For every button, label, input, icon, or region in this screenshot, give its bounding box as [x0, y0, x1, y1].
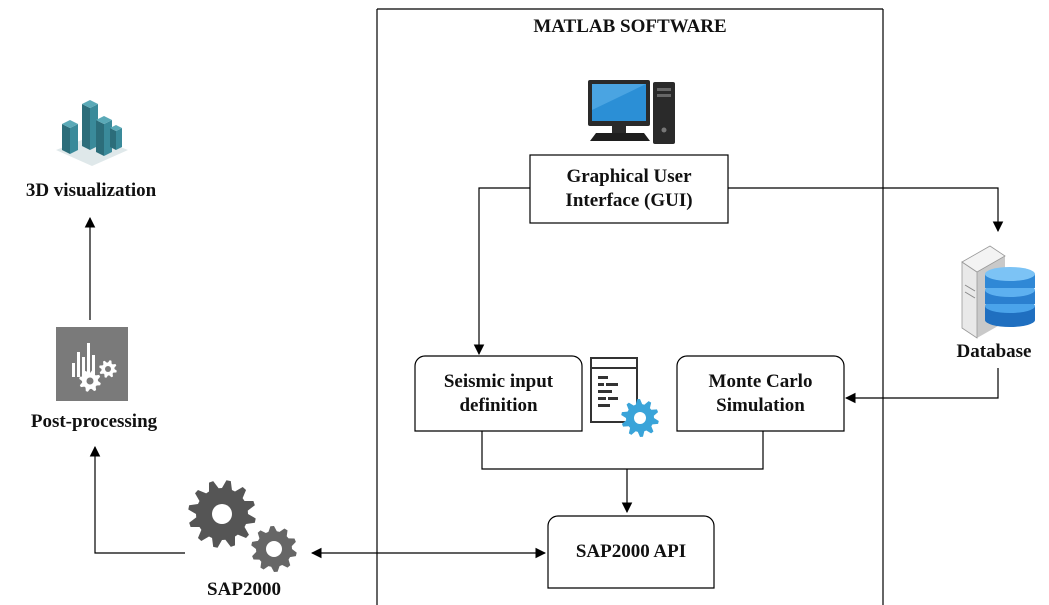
connectors: [84, 187, 1004, 559]
sap-api-label: SAP2000 API: [575, 541, 687, 562]
sap-api-box: [547, 515, 715, 589]
gear-icon-blue: [621, 399, 659, 437]
city-buildings-icon: [56, 100, 128, 166]
database-label: Database: [956, 341, 1032, 362]
monte-carlo-label: Monte Carlo Simulation: [677, 356, 844, 431]
matlab-frame: [376, 8, 884, 605]
database-server-icon: [961, 245, 1035, 339]
gear-white-icon-small: [99, 360, 117, 378]
gear-small-icon: [251, 526, 297, 572]
monte-carlo-label-line2: Simulation: [716, 394, 805, 416]
visualization-label: 3D visualization: [25, 180, 157, 201]
gui-box: [529, 154, 729, 224]
seismic-label-line1: Seismic input: [443, 370, 554, 392]
arrow-sap-to-postprocessing: [89, 445, 185, 554]
gui-label: Graphical User Interface (GUI): [530, 155, 728, 223]
arrow-gui-to-database: [728, 187, 1004, 233]
seismic-box: [414, 355, 583, 432]
merge-line: [481, 431, 764, 470]
seismic-label-line2: definition: [459, 394, 538, 416]
computer-icon: [588, 80, 675, 144]
gears-icon: [188, 480, 256, 548]
monte-carlo-box: [676, 355, 845, 432]
analytics-gear-icon: [56, 327, 128, 401]
sap2000-label: SAP2000: [207, 579, 281, 600]
monte-carlo-label-line1: Monte Carlo: [708, 370, 813, 392]
gui-label-line2: Interface (GUI): [565, 190, 693, 211]
seismic-label: Seismic input definition: [415, 356, 582, 431]
arrow-gui-to-seismic: [473, 187, 530, 356]
gear-white-icon: [79, 370, 101, 392]
post-processing-label: Post-processing: [30, 411, 158, 432]
arrow-database-to-monte-carlo: [844, 368, 999, 404]
matlab-title: MATLAB SOFTWARE: [533, 16, 727, 37]
gui-label-line1: Graphical User: [566, 166, 692, 187]
